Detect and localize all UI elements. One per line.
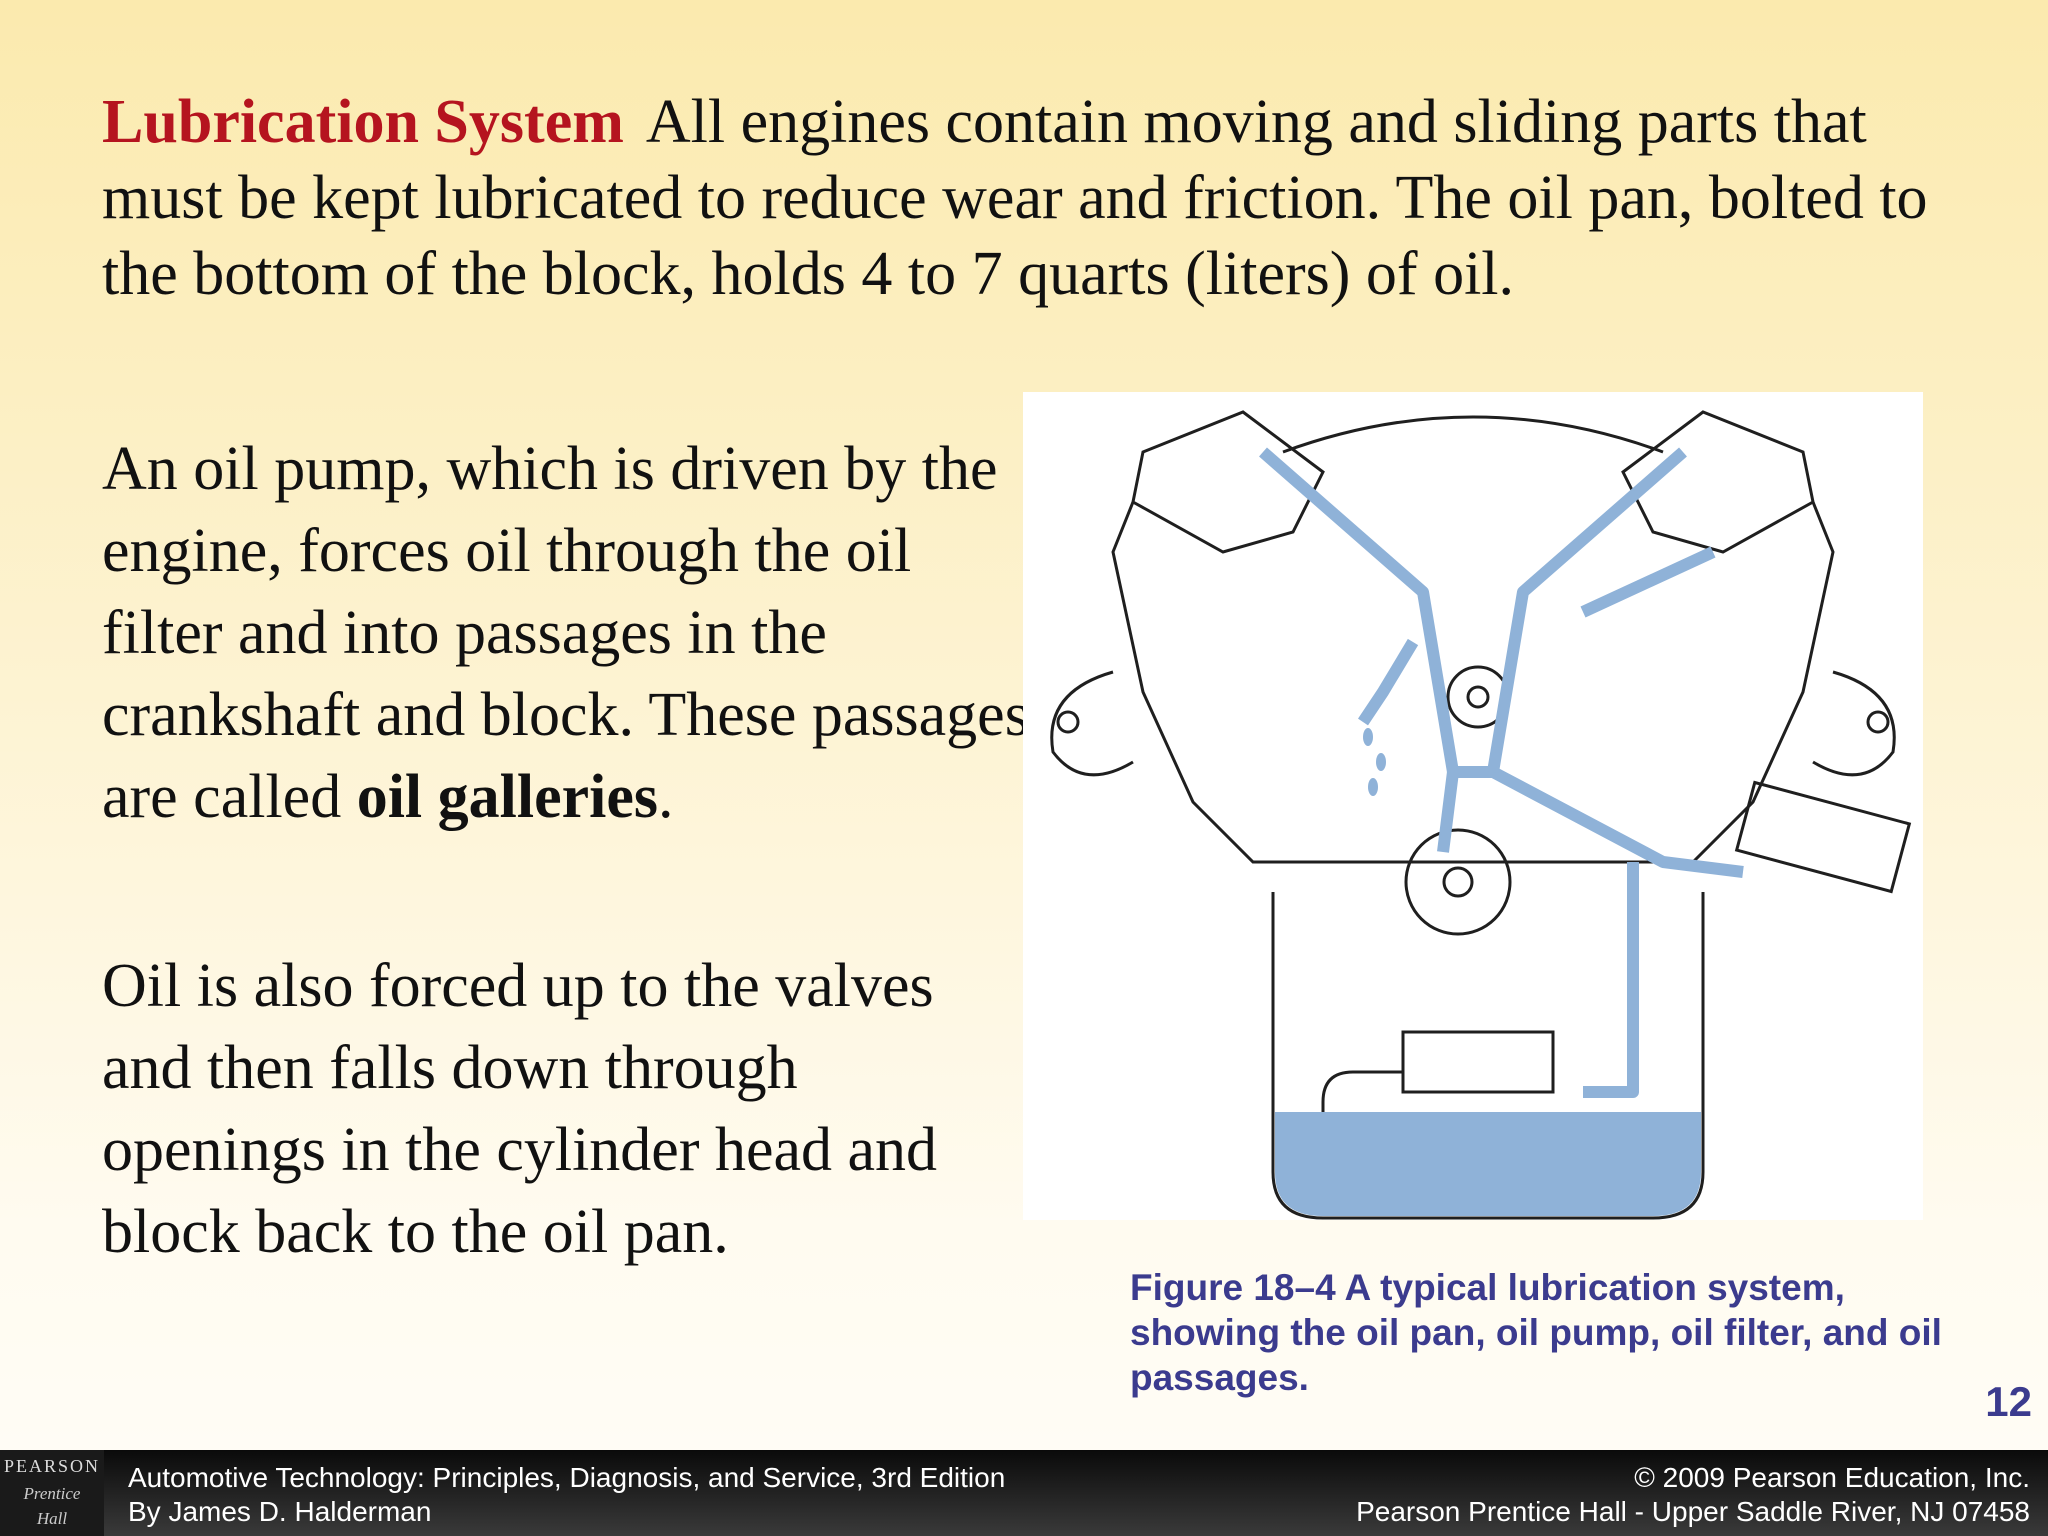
engine-outline — [1050, 410, 1912, 1220]
right-mount-hole — [1866, 710, 1890, 734]
crank-feed — [1437, 771, 1459, 853]
oil-return-paragraph: Oil is also forced up to the valves and … — [102, 952, 938, 1266]
oil-level — [1275, 1112, 1701, 1216]
footer-copyright: © 2009 Pearson Education, Inc. — [1634, 1462, 2030, 1493]
lubrication-system-figure — [1023, 392, 1923, 1220]
camshaft-center — [1466, 685, 1490, 709]
oil-pump — [1401, 1030, 1555, 1094]
footer-publisher-address: Pearson Prentice Hall - Upper Saddle Riv… — [1356, 1496, 2030, 1527]
engine-diagram — [1050, 410, 1912, 1220]
oil-filter — [1734, 780, 1912, 894]
pump-to-filter-passage — [1583, 862, 1639, 1098]
crankshaft-center — [1442, 866, 1474, 898]
topic-heading: Lubrication System — [102, 88, 624, 156]
oil-drip — [1368, 778, 1378, 796]
oil-drip — [1376, 753, 1386, 771]
logo-pearson: PEARSON — [3, 1456, 101, 1476]
intro-text: All engines contain moving and sliding p… — [102, 88, 1928, 308]
right-drain — [1580, 546, 1716, 618]
oil-drip — [1363, 728, 1373, 746]
oil-passages — [1259, 447, 1744, 1098]
publisher-logo: PEARSON Prentice Hall — [0, 1450, 104, 1536]
oil-pump-paragraph: An oil pump, which is driven by the engi… — [102, 428, 1032, 838]
left-mount — [1050, 670, 1134, 777]
footer-bar: PEARSON Prentice Hall Automotive Technol… — [0, 1450, 2048, 1536]
figure-caption: Figure 18–4 A typical lubrication system… — [1130, 1267, 1942, 1398]
left-head-feed — [1259, 447, 1459, 773]
left-drain — [1358, 638, 1419, 726]
crankshaft — [1404, 828, 1512, 936]
footer-book-title: Automotive Technology: Principles, Diagn… — [128, 1462, 1006, 1493]
right-head-feed — [1487, 447, 1687, 773]
oil-pump-text-end: . — [658, 763, 674, 831]
logo-prentice: Prentice — [23, 1484, 81, 1503]
slide-number: 12 — [1985, 1378, 2032, 1425]
footer-author: By James D. Halderman — [128, 1496, 432, 1527]
right-mount — [1812, 670, 1896, 777]
oil-pump-text: An oil pump, which is driven by the engi… — [102, 435, 1029, 831]
engine-block — [1111, 501, 1835, 864]
left-mount-hole — [1056, 710, 1080, 734]
logo-hall: Hall — [36, 1509, 68, 1528]
oil-drips — [1363, 728, 1386, 796]
oil-pan — [1271, 892, 1705, 1220]
main-gallery — [1453, 766, 1744, 878]
intake-top — [1282, 415, 1664, 454]
oil-galleries-term: oil galleries — [356, 763, 659, 831]
